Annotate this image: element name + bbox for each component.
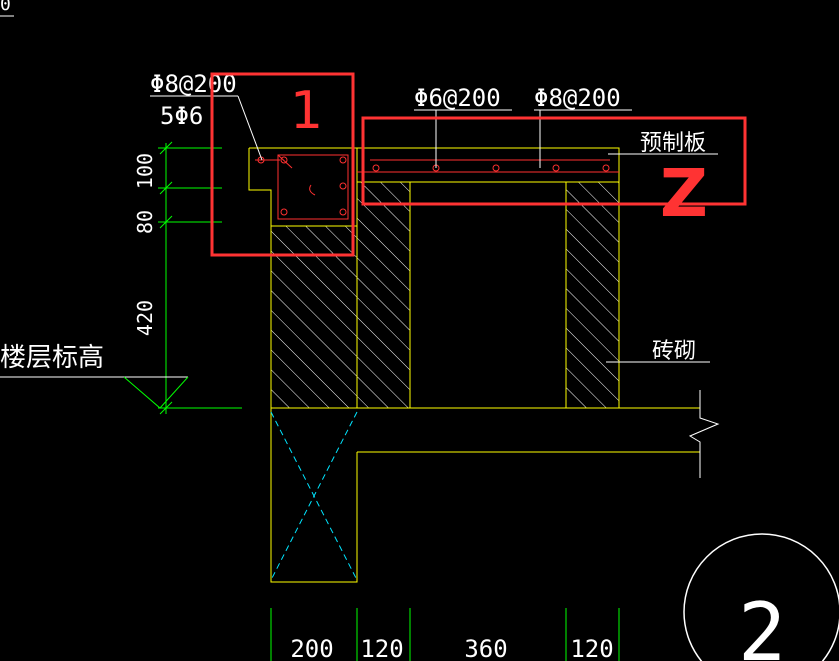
slab-rebar-label-2: Φ8@200: [534, 84, 621, 112]
beam-stirrup: [255, 154, 349, 220]
dim-120-right: 120: [570, 635, 613, 661]
floor-slab: [270, 407, 700, 583]
detail-circle: [683, 533, 839, 661]
floor-level-symbol: [0, 376, 189, 409]
slab-rebar-dots: [372, 164, 610, 172]
leader-lines: [150, 95, 718, 363]
dim-420: 420: [133, 300, 157, 336]
floor-level-label: 楼层标高: [0, 343, 104, 373]
break-line: [688, 390, 720, 478]
dim-80: 80: [133, 210, 157, 234]
precast-slab-label: 预制板: [640, 131, 706, 156]
corner-text: 0: [0, 0, 11, 15]
precast-slab: [356, 147, 620, 183]
dim-200: 200: [290, 635, 333, 661]
horizontal-dimension-ticks: [270, 608, 620, 661]
hatched-wall-left-outer: [270, 225, 358, 409]
slab-rebar-label-1: Φ6@200: [414, 84, 501, 112]
dim-360: 360: [464, 635, 507, 661]
masonry-label: 砖砌: [652, 339, 696, 364]
markup-label-2: Z: [660, 155, 708, 232]
markup-box-2: [361, 116, 747, 206]
dim-120-left: 120: [360, 635, 403, 661]
hatched-wall-right: [565, 181, 620, 409]
hatched-wall-left-inner: [356, 181, 411, 409]
markup-box-1: [210, 72, 355, 257]
vertical-dimension-chain: [158, 141, 242, 415]
foundation-centerlines: [270, 411, 358, 581]
rebar-label-bottom: 5Φ6: [160, 102, 203, 130]
detail-number: 2: [738, 586, 786, 661]
dim-100: 100: [133, 153, 157, 189]
markup-label-1: 1: [290, 81, 323, 141]
beam-rebar-dots: [257, 156, 347, 216]
